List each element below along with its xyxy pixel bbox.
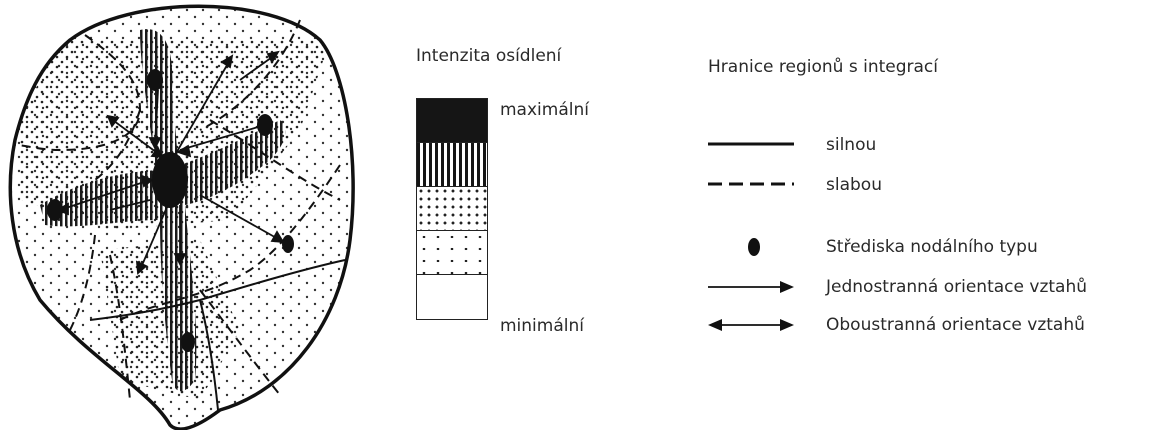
settlement-map — [8, 4, 355, 430]
intensity-level-max — [416, 98, 488, 144]
strong-boundary-line — [708, 142, 794, 146]
two-way-label: Oboustranná orientace vztahů — [826, 315, 1085, 335]
strong-boundary-label: silnou — [826, 135, 877, 155]
boundaries-title: Hranice regionů s integrací — [708, 57, 938, 77]
intensity-level-min — [416, 274, 488, 320]
intensity-level-stripes — [416, 142, 488, 188]
intensity-level-sparse-dots — [416, 230, 488, 276]
intensity-min-label: minimální — [500, 316, 584, 336]
intensity-max-label: maximální — [500, 100, 589, 120]
one-way-arrow-icon — [708, 281, 794, 293]
intensity-title: Intenzita osídlení — [416, 46, 562, 66]
weak-boundary-line — [708, 182, 794, 186]
center-label: Střediska nodálního typu — [826, 237, 1038, 257]
one-way-label: Jednostranná orientace vztahů — [826, 277, 1087, 297]
weak-boundary-label: slabou — [826, 175, 882, 195]
intensity-level-dense-dots — [416, 186, 488, 232]
two-way-arrow-icon — [708, 319, 794, 331]
center-dot-icon — [748, 238, 760, 256]
